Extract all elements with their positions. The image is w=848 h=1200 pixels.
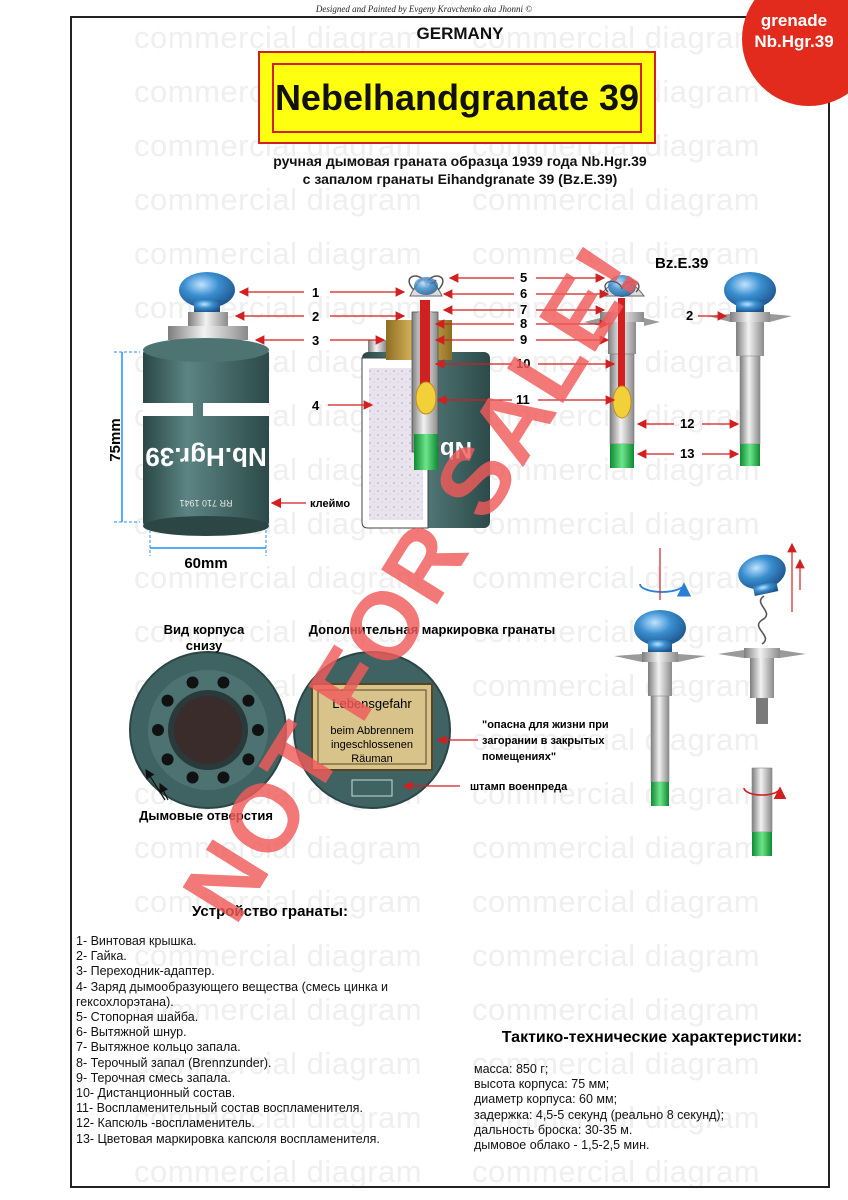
device-list-item: 4- Заряд дымообразующего вещества (смесь…	[76, 979, 388, 994]
callout-1: 1	[312, 285, 319, 300]
svg-text:Nb.: Nb.	[433, 436, 472, 463]
plate-line-2: beim Abbrennem	[330, 725, 413, 737]
plate-line-3: ingeschlossenen	[331, 739, 413, 751]
callout-9: 9	[520, 332, 527, 347]
smoke-hole	[242, 694, 255, 707]
plate-line-4: Räuman	[351, 753, 393, 765]
diameter-dimension: 60mm	[184, 555, 227, 572]
callout-4: 4	[312, 398, 320, 413]
device-list-item: 3- Переходник-адаптер.	[76, 964, 215, 979]
cutaway-green-marking	[414, 434, 438, 470]
spec-item: дальность броска: 30-35 м.	[474, 1122, 633, 1137]
spec-item: диаметр корпуса: 60 мм;	[474, 1092, 618, 1107]
title-box: Nebelhandgranate 39	[258, 51, 656, 144]
page-title: Nebelhandgranate 39	[274, 76, 640, 118]
spec-item: масса: 850 г;	[474, 1062, 549, 1076]
grenade-body	[143, 348, 269, 528]
callout-3: 3	[312, 333, 319, 348]
device-list-item: 13- Цветовая маркировка капсюля воспламе…	[76, 1131, 380, 1146]
exterior-grenade: Nb.Hgr.39 RR 710 1941 75mm 60mm клеймо	[107, 272, 350, 572]
device-list-item: 5- Стопорная шайба.	[76, 1010, 199, 1025]
callout-11: 11	[516, 392, 530, 407]
smoke-hole	[252, 724, 264, 736]
poster-frame	[70, 16, 830, 1188]
body-code: RR 710 1941	[179, 498, 232, 508]
callout-13: 13	[680, 446, 694, 461]
smoke-hole	[161, 753, 174, 766]
smoke-hole	[186, 676, 199, 689]
callout-2: 2	[312, 309, 319, 324]
callout-2-fuse: 2	[686, 308, 693, 323]
kleymo-label: клеймо	[310, 498, 350, 510]
warning-line-3: помещениях"	[482, 751, 556, 763]
screw-cap	[179, 272, 235, 308]
smoke-hole	[217, 676, 230, 689]
title-inner-frame: Nebelhandgranate 39	[272, 62, 642, 133]
callout-8: 8	[520, 316, 527, 331]
plate-line-1: Lebensgefahr	[332, 696, 412, 711]
nut	[188, 312, 228, 326]
spec-item: задержка: 4,5-5 секунд (реально 8 секунд…	[474, 1107, 725, 1122]
callout-6: 6	[520, 286, 527, 301]
badge-text: grenade Nb.Hgr.39	[746, 10, 842, 52]
fuse-green-marking	[740, 444, 760, 466]
smoke-holes-label: Дымовые отверстия	[139, 808, 273, 823]
height-dimension: 75mm	[107, 418, 124, 461]
bottom-view-title-1: Вид корпуса	[164, 622, 246, 637]
inspector-stamp	[351, 779, 393, 797]
inspector-stamp-label: штамп военпреда	[470, 781, 568, 793]
subtitle-line-2: с запалом гранаты Eihandgranate 39 (Bz.E…	[302, 171, 618, 187]
device-title: Устройство гранаты:	[192, 903, 348, 920]
country-label: GERMANY	[416, 24, 504, 43]
badge-line-2: Nb.Hgr.39	[754, 32, 834, 51]
badge-line-1: grenade	[760, 11, 828, 30]
device-list-item: 7- Вытяжное кольцо запала.	[76, 1040, 241, 1055]
device-list: 1- Винтовая крышка.2- Гайка.3- Переходни…	[76, 934, 476, 1147]
device-list-item: 10- Дистанционный состав.	[76, 1086, 236, 1101]
designer-credit: Designed and Painted by Evgeny Kravchenk…	[315, 4, 533, 14]
smoke-hole	[161, 694, 174, 707]
callout-5: 5	[520, 270, 527, 285]
subtitle: ручная дымовая граната образца 1939 года…	[210, 152, 710, 188]
smoke-hole	[152, 724, 164, 736]
body-marking: Nb.Hgr.39	[145, 442, 266, 472]
specs-list: масса: 850 г;высота корпуса: 75 мм;диаме…	[474, 1062, 804, 1153]
bottom-view	[129, 651, 287, 809]
smoke-hole	[242, 753, 255, 766]
smoke-hole	[217, 771, 230, 784]
fuse-label: Bz.E.39	[655, 255, 708, 272]
usage-sequence	[614, 542, 806, 856]
device-list-item: 12- Капсюль -воспламенитель.	[76, 1116, 255, 1131]
smoke-holes	[152, 676, 264, 784]
device-list-item: 9- Терочная смесь запала.	[76, 1070, 231, 1085]
adapter	[168, 326, 248, 340]
cutaway-grenade: Nb.	[361, 275, 490, 529]
spec-item: дымовое облако - 1,5-2,5 мин.	[474, 1138, 650, 1153]
specs-title: Тактико-технические характеристики:	[502, 1029, 802, 1046]
callout-10: 10	[516, 356, 530, 371]
device-list-item: 6- Вытяжной шнур.	[76, 1025, 187, 1040]
device-list-item: 11- Воспламенительный состав воспламенит…	[76, 1101, 363, 1116]
subtitle-line-1: ручная дымовая граната образца 1939 года…	[273, 153, 647, 169]
callout-12: 12	[680, 416, 694, 431]
device-list-item: 2- Гайка.	[76, 949, 127, 964]
warning-line-2: загорании в закрытых	[482, 735, 605, 747]
smoke-hole	[186, 771, 199, 784]
warning-plate	[311, 683, 433, 771]
device-list-item: 1- Винтовая крышка.	[76, 934, 197, 948]
fuse-cutaway	[584, 275, 660, 468]
device-list-item: гексохлорэтана).	[76, 994, 174, 1009]
callouts: 1 2 3 4 5 6 7 8 9 10 11 12 13	[234, 270, 740, 461]
extra-marking-title: Дополнительная маркировка гранаты	[309, 622, 556, 637]
bottom-view-title-2: снизу	[186, 638, 223, 653]
fuse-exterior	[708, 272, 792, 466]
extra-marking: Lebensgefahr beim Abbrennem ingeschlosse…	[293, 651, 478, 809]
spec-item: высота корпуса: 75 мм;	[474, 1077, 610, 1092]
device-list-item: 8- Терочный запал (Brennzunder).	[76, 1055, 272, 1070]
warning-line-1: "опасна для жизни при	[482, 719, 609, 731]
callout-7: 7	[520, 302, 527, 317]
